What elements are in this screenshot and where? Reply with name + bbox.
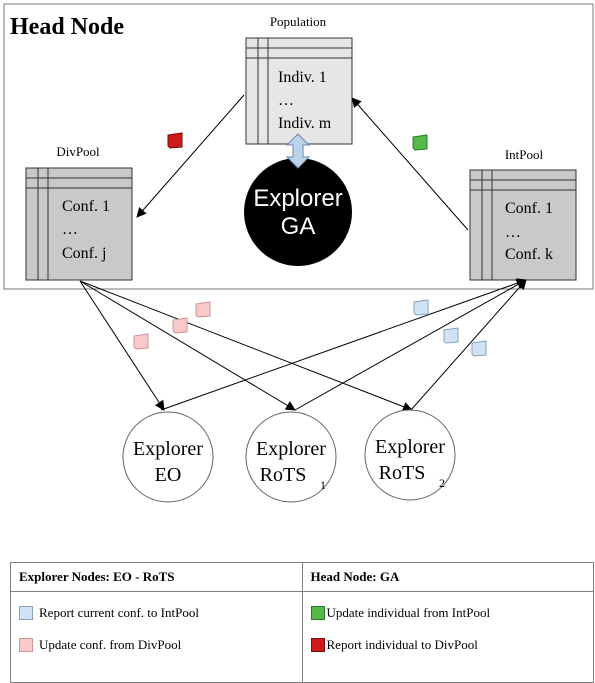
divpool-row-ellipsis: … — [62, 221, 78, 238]
arrow-intpool-to-population — [351, 97, 469, 231]
population-label: Population — [270, 14, 327, 29]
population-row-1: Indiv. 1 — [278, 69, 327, 86]
update-pink-square-icon — [19, 638, 33, 652]
population-table: Population Indiv. 1 … Indiv. m — [245, 14, 353, 145]
explorer-rots2-line2: RoTS — [379, 462, 426, 484]
arrow-divpool-to-eo — [79, 280, 165, 411]
legend-item-report-conf: Report current conf. to IntPool — [19, 602, 294, 624]
intpool-row-ellipsis: … — [505, 224, 521, 241]
divpool-row-j: Conf. j — [62, 245, 106, 262]
legend-explorer-cell: Report current conf. to IntPool Update c… — [10, 591, 303, 683]
explorer-eo-line1: Explorer — [133, 438, 203, 460]
head-node-title: Head Node — [10, 14, 124, 40]
legend-table: Explorer Nodes: EO - RoTS Head Node: GA … — [10, 562, 594, 683]
legend-headnode-header: Head Node: GA — [301, 562, 594, 592]
explorer-ga-node: Explorer GA — [244, 158, 352, 266]
update-pink-square — [133, 333, 149, 350]
explorer-rots1-line2: RoTS — [260, 464, 307, 486]
legend-text: Report individual to DivPool — [326, 637, 478, 652]
legend-explorer-header: Explorer Nodes: EO - RoTS — [10, 562, 303, 592]
intpool-label: IntPool — [505, 147, 544, 162]
arrow-divpool-to-rots1 — [79, 280, 296, 411]
explorer-ga-line2: GA — [281, 213, 316, 240]
explorer-eo-node: Explorer EO — [122, 411, 214, 503]
arrow-rots2-to-intpool — [410, 279, 527, 411]
legend-item-update-conf: Update conf. from DivPool — [19, 634, 294, 656]
legend-item-report-individual: Report individual to DivPool — [310, 634, 586, 656]
report-blue-square — [471, 340, 487, 357]
legend-text: Report current conf. to IntPool — [39, 605, 199, 620]
arrow-population-to-divpool — [136, 94, 245, 218]
explorer-rots1-subscript: 1 — [320, 478, 326, 492]
intpool-row-1: Conf. 1 — [505, 200, 553, 217]
population-row-m: Indiv. m — [278, 115, 332, 132]
explorer-rots2-node: Explorer RoTS 2 — [364, 409, 456, 501]
explorer-rots1-node: Explorer RoTS 1 — [245, 411, 337, 503]
update-pink-square — [195, 301, 211, 318]
intpool-row-k: Conf. k — [505, 246, 553, 263]
explorer-ga-line1: Explorer — [253, 185, 342, 212]
population-row-ellipsis: … — [278, 92, 294, 109]
legend-text: Update conf. from DivPool — [39, 637, 182, 652]
update-green-square — [412, 134, 428, 151]
intpool-table: IntPool Conf. 1 … Conf. k — [469, 147, 577, 281]
divpool-row-1: Conf. 1 — [62, 198, 110, 215]
divpool-label: DivPool — [56, 144, 100, 159]
population-ga-double-arrow — [285, 133, 311, 169]
explorer-rots1-line1: Explorer — [256, 438, 326, 460]
report-blue-square — [413, 299, 429, 316]
divpool-table: DivPool Conf. 1 … Conf. j — [25, 144, 133, 281]
arrow-divpool-to-rots2 — [79, 280, 413, 412]
legend-text: Update individual from IntPool — [326, 605, 491, 620]
arrow-eo-to-intpool — [160, 278, 527, 411]
report-red-square — [167, 132, 183, 149]
legend-headnode-cell: Update individual from IntPool Report in… — [301, 591, 594, 683]
report-red-square-icon — [310, 638, 325, 652]
update-pink-square — [172, 317, 188, 334]
explorer-rots2-subscript: 2 — [439, 476, 445, 490]
report-blue-square — [443, 327, 459, 344]
explorer-rots2-line1: Explorer — [375, 436, 445, 458]
report-blue-square-icon — [19, 606, 33, 620]
diagram-canvas: Head Node Population Indiv. 1 … Indiv. m… — [3, 3, 594, 503]
explorer-eo-line2: EO — [155, 464, 182, 486]
update-green-square-icon — [310, 606, 325, 620]
arrow-rots1-to-intpool — [294, 279, 527, 411]
legend-item-update-individual: Update individual from IntPool — [310, 602, 586, 624]
